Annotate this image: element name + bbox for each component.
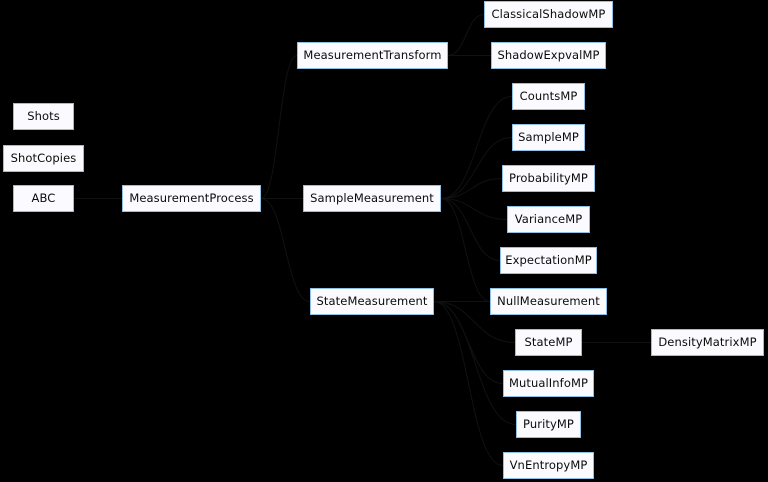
inheritance-edge-samplemeasurement-to-probabilitymp (440, 178, 503, 199)
inheritance-edge-statemeasurement-to-vnentropymp (433, 301, 504, 466)
inheritance-edge-measurementprocess-to-measurementtransform (260, 55, 298, 199)
inheritance-edge-samplemeasurement-to-expectationmp (440, 198, 501, 261)
class-node-expectationmp[interactable]: ExpectationMP (500, 247, 597, 274)
class-node-shadowexpvalmp[interactable]: ShadowExpvalMP (491, 42, 606, 69)
inheritance-edge-measurementprocess-to-statemeasurement (260, 198, 311, 302)
class-node-statemp[interactable]: StateMP (515, 329, 582, 356)
inheritance-edge-samplemeasurement-to-variancemp (440, 198, 508, 220)
class-node-puritymp[interactable]: PurityMP (516, 411, 581, 438)
class-node-densitymatrixmp[interactable]: DensityMatrixMP (651, 329, 764, 356)
inheritance-edge-statemeasurement-to-puritymp (433, 301, 517, 425)
inheritance-edge-samplemeasurement-to-nullmeasurement (440, 198, 491, 302)
class-node-countsmp[interactable]: CountsMP (512, 83, 585, 110)
class-node-samplemp[interactable]: SampleMP (512, 124, 585, 151)
class-node-vnentropymp[interactable]: VnEntropyMP (503, 452, 594, 479)
class-node-mutualinfomp[interactable]: MutualInfoMP (503, 370, 594, 397)
class-node-nullmeasurement[interactable]: NullMeasurement (490, 288, 607, 315)
class-node-shotcopies[interactable]: ShotCopies (3, 145, 84, 172)
class-node-variancemp[interactable]: VarianceMP (507, 206, 590, 233)
class-node-measurementtransform[interactable]: MeasurementTransform (297, 42, 448, 69)
class-node-samplemeasurement[interactable]: SampleMeasurement (303, 185, 441, 212)
class-node-probabilitymp[interactable]: ProbabilityMP (502, 165, 595, 192)
class-node-statemeasurement[interactable]: StateMeasurement (310, 288, 434, 315)
class-node-abc[interactable]: ABC (13, 185, 74, 212)
class-node-shots[interactable]: Shots (13, 103, 74, 130)
class-node-measurementprocess[interactable]: MeasurementProcess (122, 185, 261, 212)
inheritance-edge-measurementtransform-to-classicalshadowmp (447, 14, 485, 56)
class-node-classicalshadowmp[interactable]: ClassicalShadowMP (484, 1, 613, 28)
